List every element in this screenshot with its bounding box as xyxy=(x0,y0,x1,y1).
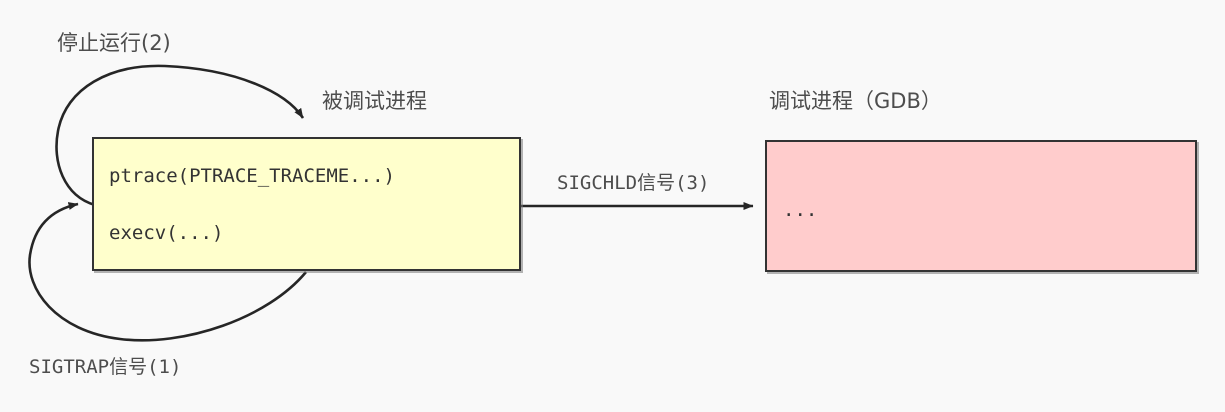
sigtrap-edge-path xyxy=(28,202,308,342)
node-traced-process[interactable]: ptrace(PTRACE_TRACEME...) execv(...) xyxy=(92,137,521,271)
edge-label-sigchld: SIGCHLD信号(3) xyxy=(557,172,710,194)
traced-process-code-line-1: ptrace(PTRACE_TRACEME...) xyxy=(109,165,395,187)
edge-label-stop-running: 停止运行(2) xyxy=(57,31,171,55)
node-debugger-process[interactable]: ... xyxy=(765,140,1197,272)
stop-running-edge-path xyxy=(55,64,305,207)
edge-label-sigtrap: SIGTRAP信号(1) xyxy=(29,356,182,378)
node-caption-traced-process: 被调试进程 xyxy=(322,89,427,113)
debugger-process-code-line-1: ... xyxy=(783,199,818,221)
node-caption-debugger-process: 调试进程（GDB） xyxy=(769,89,942,113)
traced-process-code-line-2: execv(...) xyxy=(109,222,224,244)
